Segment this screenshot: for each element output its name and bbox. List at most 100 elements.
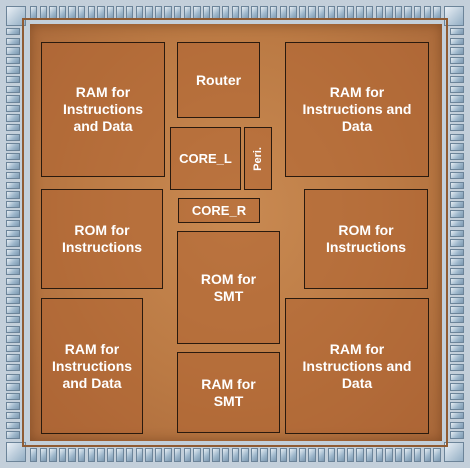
io-pad-right-26: [450, 277, 464, 285]
io-pad-left-9: [6, 114, 20, 122]
io-pad-right-9: [450, 114, 464, 122]
block-router: Router: [177, 42, 260, 118]
io-pad-right-7: [450, 95, 464, 103]
io-pad-bottom-37: [385, 448, 393, 462]
io-pad-right-28: [450, 296, 464, 305]
io-pad-right-38: [450, 392, 464, 401]
io-pad-right-17: [450, 191, 464, 199]
block-label: CORE_L: [179, 151, 232, 166]
io-pad-left-35: [6, 364, 20, 372]
io-pad-left-17: [6, 191, 20, 199]
io-pad-bottom-3: [58, 448, 67, 462]
io-pad-right-35: [450, 364, 464, 372]
io-pad-bottom-12: [145, 448, 153, 462]
io-pad-left-33: [6, 344, 20, 353]
io-pad-left-30: [6, 316, 20, 324]
io-pad-bottom-10: [126, 448, 134, 462]
io-pad-left-31: [6, 325, 20, 333]
io-pad-right-4: [450, 66, 464, 74]
io-pad-top-42: [433, 6, 441, 20]
io-pad-left-19: [6, 210, 20, 218]
io-pad-top-25: [270, 6, 278, 20]
io-pad-bottom-30: [318, 448, 326, 462]
io-pad-right-8: [450, 104, 464, 113]
io-pad-left-7: [6, 95, 20, 103]
block-label: RAM for Instructions and Data: [302, 84, 412, 134]
block-ram-instructions-data-bottom-left: RAM for Instructions and Data: [41, 298, 143, 434]
block-label: ROM for SMT: [200, 270, 257, 304]
io-pad-bottom-15: [174, 448, 182, 462]
block-label: RAM for SMT: [201, 375, 256, 409]
io-pad-right-12: [450, 143, 464, 151]
io-pad-left-32: [6, 335, 20, 343]
io-pad-right-36: [450, 373, 464, 381]
io-pad-top-12: [145, 6, 153, 20]
io-pad-right-15: [450, 172, 464, 180]
io-pad-top-34: [356, 6, 364, 20]
io-pad-bottom-18: [202, 448, 211, 462]
block-label: Router: [195, 71, 242, 88]
io-pad-right-37: [450, 383, 464, 391]
block-label: RAM for Instructions and Data: [51, 340, 133, 391]
io-pad-right-41: [450, 421, 464, 429]
io-pad-top-3: [58, 6, 67, 20]
io-pad-right-1: [450, 37, 464, 45]
block-ram-instructions-data-bottom-right: RAM for Instructions and Data: [285, 298, 429, 434]
io-pad-right-34: [450, 354, 464, 362]
io-pad-bottom-31: [327, 448, 335, 462]
io-pad-top-15: [174, 6, 182, 20]
io-pad-left-38: [6, 392, 20, 401]
block-label: ROM for Instructions: [325, 222, 407, 255]
io-pad-right-16: [450, 181, 464, 189]
io-pad-top-11: [135, 6, 143, 20]
io-pad-right-33: [450, 344, 464, 353]
io-pad-left-23: [6, 248, 20, 257]
io-pad-bottom-9: [116, 448, 124, 462]
io-pad-top-38: [394, 6, 403, 20]
io-pad-left-11: [6, 133, 20, 141]
io-pad-bottom-0: [30, 448, 38, 462]
block-ram-smt: RAM for SMT: [177, 352, 280, 433]
io-pad-right-30: [450, 316, 464, 324]
io-pad-right-2: [450, 47, 464, 55]
block-peripherals: Peri.: [244, 127, 272, 190]
io-pad-bottom-25: [270, 448, 278, 462]
block-label: Peri.: [251, 146, 264, 171]
io-pad-left-12: [6, 143, 20, 151]
block-core-l: CORE_L: [170, 127, 241, 190]
io-pad-bottom-11: [135, 448, 143, 462]
io-pad-bottom-5: [78, 448, 86, 462]
block-ram-instructions-data-top-right: RAM for Instructions and Data: [285, 42, 429, 177]
io-pad-right-11: [450, 133, 464, 141]
io-pad-top-20: [222, 6, 230, 20]
io-pad-right-5: [450, 76, 464, 84]
io-pad-left-0: [6, 28, 20, 36]
io-pad-top-28: [298, 6, 307, 20]
io-pad-top-5: [78, 6, 86, 20]
block-rom-instructions-right: ROM for Instructions: [304, 189, 428, 289]
io-pad-left-18: [6, 200, 20, 209]
block-core-r: CORE_R: [178, 198, 260, 223]
io-pad-left-24: [6, 258, 20, 266]
io-pad-top-14: [164, 6, 172, 20]
io-pad-top-33: [346, 6, 355, 20]
io-pad-top-21: [231, 6, 239, 20]
io-pad-top-13: [154, 6, 163, 20]
io-pad-top-29: [308, 6, 316, 20]
io-pad-top-22: [241, 6, 249, 20]
io-pad-top-32: [337, 6, 345, 20]
io-pad-bottom-13: [154, 448, 163, 462]
io-pad-bottom-34: [356, 448, 364, 462]
io-pad-left-40: [6, 412, 20, 420]
block-label: RAM for Instructions and Data: [62, 84, 144, 134]
io-pad-right-0: [450, 28, 464, 36]
io-pad-left-4: [6, 66, 20, 74]
io-pad-left-41: [6, 421, 20, 429]
io-pad-right-13: [450, 152, 464, 161]
io-pad-bottom-32: [337, 448, 345, 462]
io-pad-top-30: [318, 6, 326, 20]
io-pad-top-26: [279, 6, 287, 20]
corner-pad-top-left: [6, 6, 26, 26]
block-rom-instructions-left: ROM for Instructions: [41, 189, 163, 289]
